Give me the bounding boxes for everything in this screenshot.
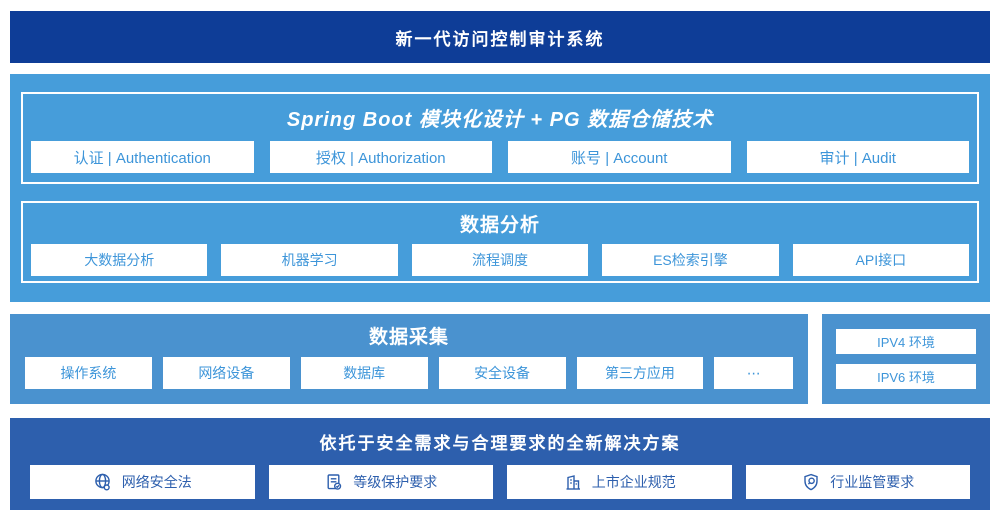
solution-box-listed-company: 上市企业规范 [507, 465, 732, 499]
analysis-box-es: ES检索引擎 [602, 244, 779, 276]
collection-box-database: 数据库 [300, 357, 428, 389]
collection-items-row: 操作系统 网络设备 数据库 安全设备 第三方应用 ⋯ [25, 357, 794, 389]
collection-box-thirdparty: 第三方应用 [576, 357, 704, 389]
module-box-authorization: 授权 | Authorization [269, 141, 492, 173]
platform-section: Spring Boot 模块化设计 + PG 数据仓储技术 认证 | Authe… [10, 74, 990, 302]
data-collection-panel: 数据采集 操作系统 网络设备 数据库 安全设备 第三方应用 ⋯ [10, 314, 808, 404]
solution-section: 依托于安全需求与合理要求的全新解决方案 网络安全法 [10, 418, 990, 510]
analysis-box-bigdata: 大数据分析 [31, 244, 208, 276]
data-analysis-title: 数据分析 [459, 215, 540, 236]
document-check-icon [324, 472, 344, 492]
solution-label: 等级保护要求 [353, 474, 438, 490]
analysis-box-ml: 机器学习 [221, 244, 398, 276]
solution-box-protection-level: 等级保护要求 [268, 465, 493, 499]
solution-label: 上市企业规范 [591, 474, 676, 490]
system-title: 新一代访问控制审计系统 [395, 29, 605, 49]
module-box-audit: 审计 | Audit [746, 141, 969, 173]
analysis-box-workflow: 流程调度 [411, 244, 589, 276]
solution-box-industry-regulation: 行业监管要求 [745, 465, 970, 499]
springboot-title: Spring Boot 模块化设计 + PG 数据仓储技术 [286, 109, 714, 131]
ip-environment-panel: IPV4 环境 IPV6 环境 [822, 314, 990, 404]
collection-box-os: 操作系统 [25, 357, 152, 389]
module-box-authentication: 认证 | Authentication [31, 141, 254, 173]
springboot-frame: Spring Boot 模块化设计 + PG 数据仓储技术 认证 | Authe… [21, 92, 979, 184]
solution-label: 网络安全法 [121, 474, 192, 490]
data-collection-title: 数据采集 [368, 327, 449, 348]
solution-label: 行业监管要求 [830, 474, 915, 490]
data-analysis-frame: 数据分析 大数据分析 机器学习 流程调度 ES检索引擎 API接口 [21, 201, 979, 283]
solution-box-cybersecurity-law: 网络安全法 [30, 465, 255, 499]
collection-box-security: 安全设备 [438, 357, 566, 389]
solution-row: 网络安全法 等级保护要求 [30, 465, 970, 499]
module-box-account: 账号 | Account [508, 141, 731, 173]
collection-row: 数据采集 操作系统 网络设备 数据库 安全设备 第三方应用 ⋯ IPV4 环境 … [10, 314, 990, 404]
module-row: 认证 | Authentication 授权 | Authorization 账… [31, 141, 969, 173]
analysis-row: 大数据分析 机器学习 流程调度 ES检索引擎 API接口 [31, 244, 970, 276]
collection-box-network: 网络设备 [162, 357, 290, 389]
analysis-box-api: API接口 [792, 244, 970, 276]
ipv4-box: IPV4 环境 [836, 329, 976, 354]
building-icon [563, 472, 583, 492]
collection-box-more: ⋯ [714, 357, 794, 389]
shield-magnifier-icon [801, 472, 821, 492]
system-title-banner: 新一代访问控制审计系统 [10, 11, 990, 63]
solution-title: 依托于安全需求与合理要求的全新解决方案 [319, 434, 681, 453]
globe-icon [93, 472, 113, 492]
ipv6-box: IPV6 环境 [836, 364, 976, 389]
